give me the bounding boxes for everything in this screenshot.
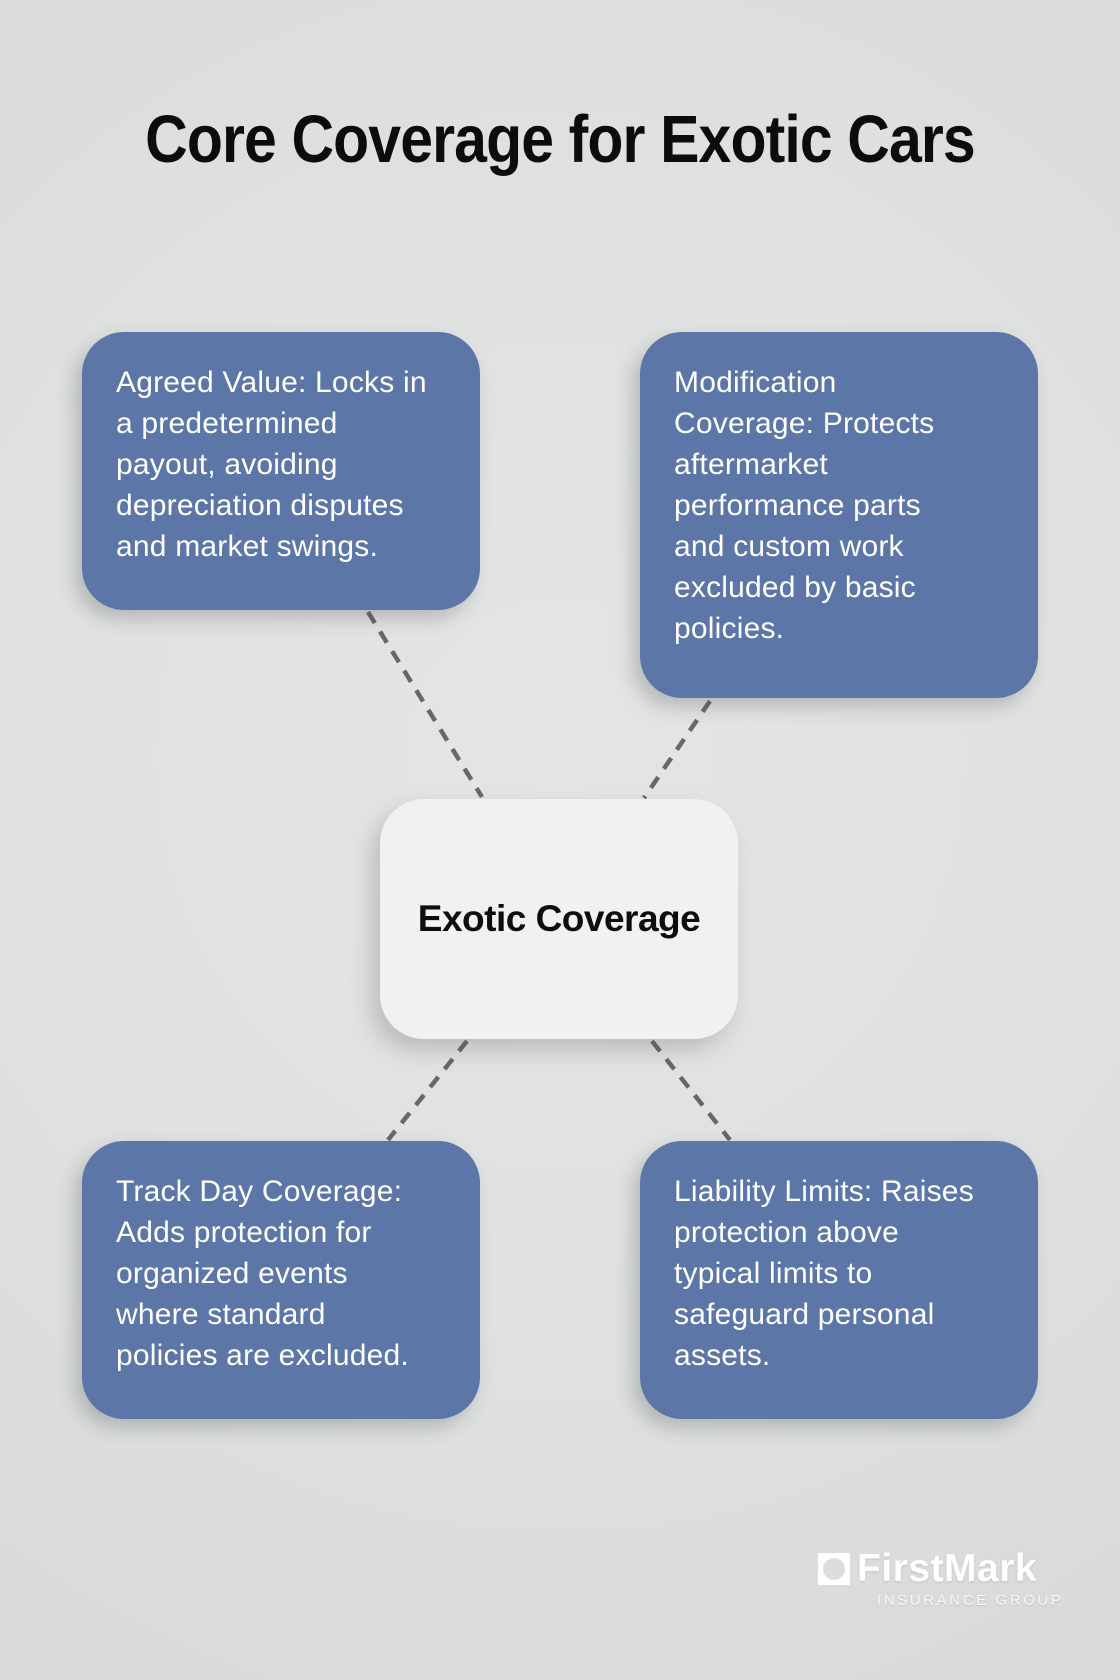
firstmark-logo-icon-circle xyxy=(823,1558,845,1580)
firstmark-logo-icon xyxy=(818,1553,850,1585)
node-agreed-value: Agreed Value: Locks in a predetermined p… xyxy=(82,332,480,610)
firstmark-logo-row: FirstMark xyxy=(818,1547,1064,1591)
node-agreed-value-text: Agreed Value: Locks in a predetermined p… xyxy=(116,366,427,563)
connector-bottom-right xyxy=(650,1039,732,1142)
node-liability-limits: Liability Limits: Raises protection abov… xyxy=(640,1141,1038,1419)
node-modification-coverage-text: Modification Coverage: Protects aftermar… xyxy=(674,366,935,645)
firstmark-logo: FirstMark INSURANCE GROUP xyxy=(818,1547,1064,1609)
connector-top-right xyxy=(642,699,712,800)
firstmark-logo-name: FirstMark xyxy=(857,1547,1038,1590)
node-track-day-coverage: Track Day Coverage: Adds protection for … xyxy=(82,1141,480,1419)
center-node-label: Exotic Coverage xyxy=(417,898,701,939)
node-modification-coverage: Modification Coverage: Protects aftermar… xyxy=(640,332,1038,698)
firstmark-logo-tagline: INSURANCE GROUP xyxy=(877,1592,1064,1609)
node-track-day-coverage-text: Track Day Coverage: Adds protection for … xyxy=(116,1175,409,1372)
page-title: Core Coverage for Exotic Cars xyxy=(145,102,976,177)
node-liability-limits-text: Liability Limits: Raises protection abov… xyxy=(674,1175,974,1372)
center-node-exotic-coverage: Exotic Coverage xyxy=(380,799,738,1039)
connector-bottom-left xyxy=(386,1039,469,1142)
connector-top-left xyxy=(366,610,484,799)
